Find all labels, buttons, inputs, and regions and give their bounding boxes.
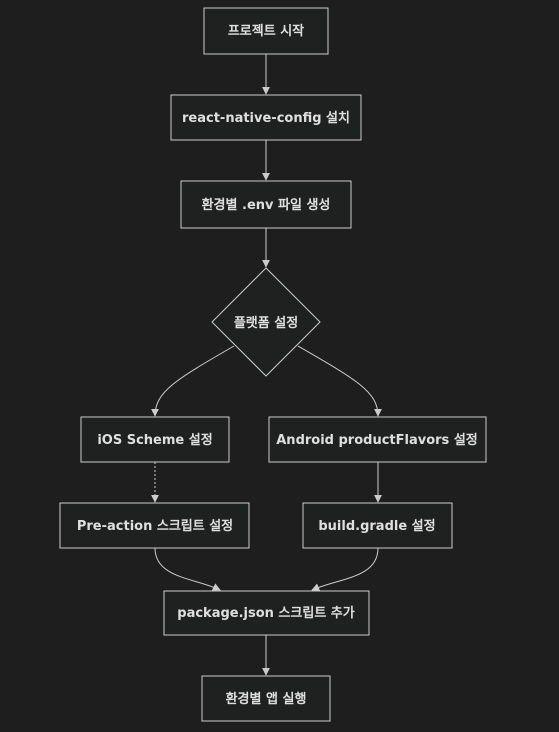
node-install-config: react-native-config 설치: [170, 94, 362, 141]
node-create-env-files: 환경별 .env 파일 생성: [180, 180, 352, 229]
node-label: build.gradle 설정: [318, 518, 435, 534]
node-package-json-scripts: package.json 스크립트 추가: [163, 590, 370, 636]
edges: [151, 54, 382, 676]
node-project-start: 프로젝트 시작: [203, 7, 329, 55]
node-pre-action-script: Pre-action 스크립트 설정: [59, 502, 250, 549]
edge-platform-android: [297, 345, 382, 417]
node-label: Pre-action 스크립트 설정: [77, 518, 233, 534]
node-ios-scheme: iOS Scheme 설정: [80, 416, 230, 463]
node-label: 환경별 앱 실행: [226, 691, 307, 707]
node-label: 플랫폼 설정: [234, 315, 298, 331]
node-label: react-native-config 설치: [182, 110, 350, 126]
node-label: 환경별 .env 파일 생성: [202, 197, 331, 213]
node-platform-decision: 플랫폼 설정: [211, 267, 321, 377]
node-label: package.json 스크립트 추가: [177, 605, 354, 621]
node-label: iOS Scheme 설정: [97, 432, 212, 448]
node-run-app: 환경별 앱 실행: [201, 675, 331, 722]
edge-platform-ios: [151, 345, 235, 417]
edge-preaction-package: [154, 547, 221, 591]
node-label: 프로젝트 시작: [228, 23, 304, 39]
node-label: Android productFlavors 설정: [276, 432, 478, 448]
node-android-flavors: Android productFlavors 설정: [268, 416, 487, 463]
edge-gradle-package: [311, 547, 379, 591]
node-build-gradle: build.gradle 설정: [302, 502, 453, 549]
